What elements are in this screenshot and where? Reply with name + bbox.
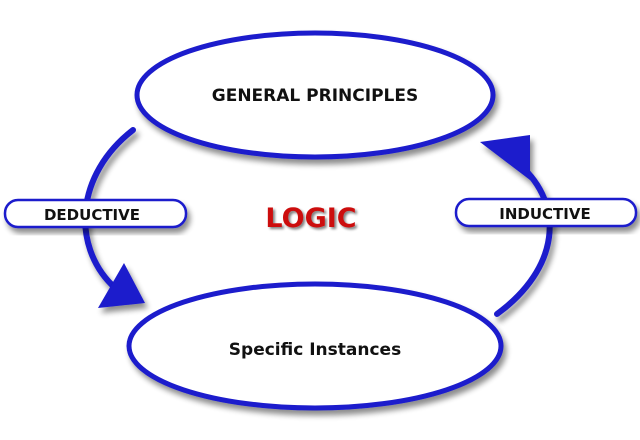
- general-principles-label: GENERAL PRINCIPLES: [212, 86, 418, 106]
- specific-instances-label: Specific Instances: [229, 340, 401, 360]
- deductive-label: DEDUCTIVE: [44, 206, 140, 224]
- specific-instances-ellipse: [126, 281, 504, 411]
- inductive-label: INDUCTIVE: [499, 205, 590, 223]
- deductive-pill: DEDUCTIVE: [3, 198, 188, 229]
- general-principles-node: GENERAL PRINCIPLES: [134, 30, 496, 160]
- logic-title: LOGIC: [265, 203, 356, 234]
- inductive-arrow: [480, 135, 553, 317]
- inductive-pill: INDUCTIVE: [454, 197, 638, 228]
- specific-instances-node: Specific Instances: [126, 281, 504, 411]
- general-principles-ellipse: [134, 30, 496, 160]
